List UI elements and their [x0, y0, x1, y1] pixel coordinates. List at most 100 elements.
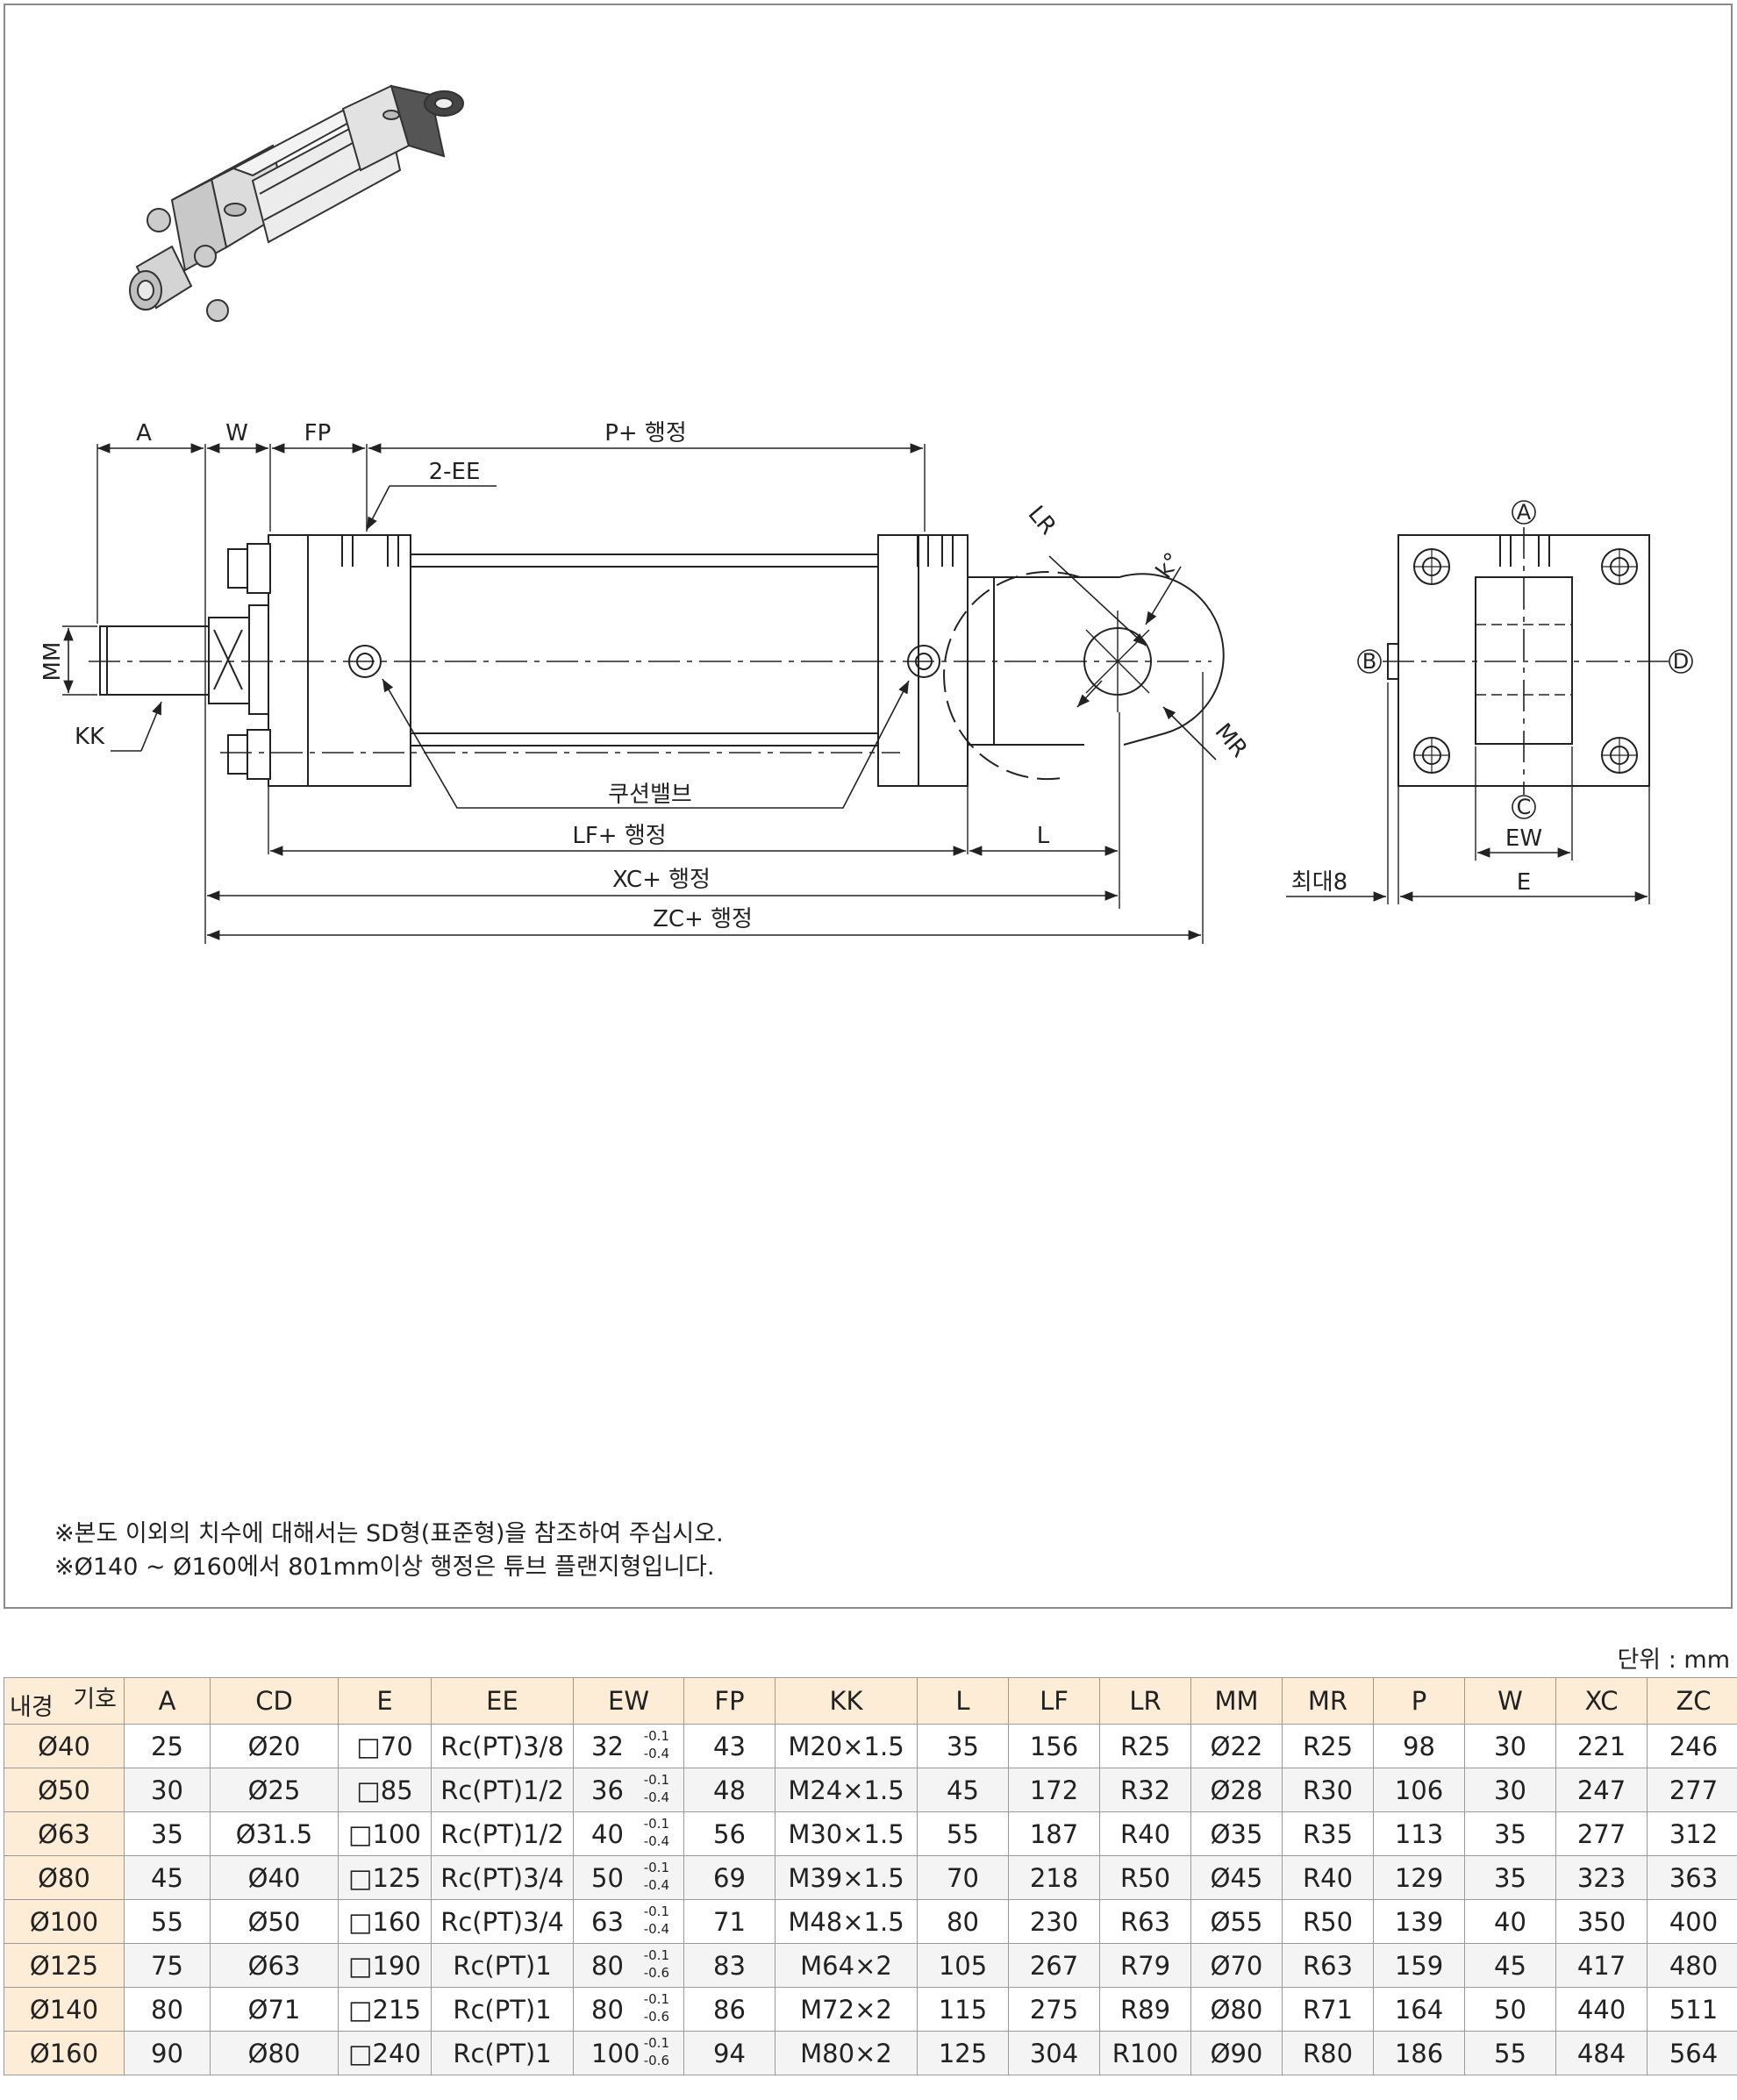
- cell-cd: Ø31.5: [210, 1811, 339, 1856]
- dim-max8-label: 최대8: [1291, 869, 1347, 896]
- ew-tolerance: -0.1-0.4: [644, 1859, 669, 1894]
- cell-fp: 83: [683, 1943, 776, 1988]
- cell-ee: Rc(PT)1/2: [431, 1811, 574, 1856]
- dim-LR-label: LR: [1023, 501, 1062, 539]
- cell-mm: Ø70: [1190, 1943, 1283, 1988]
- ew-tolerance: -0.1-0.4: [644, 1815, 669, 1850]
- cell-ew: 32-0.1-0.4: [573, 1724, 684, 1768]
- mark-C-label: C: [1517, 795, 1532, 819]
- column-header-l: L: [917, 1677, 1009, 1725]
- cell-cd: Ø25: [210, 1768, 339, 1812]
- cell-kk: M39×1.5: [775, 1855, 918, 1900]
- ew-tolerance: -0.1-0.4: [644, 1771, 669, 1806]
- cell-lf: 275: [1008, 1987, 1100, 2032]
- ew-value: 32: [591, 1731, 624, 1761]
- cell-kk: M72×2: [775, 1987, 918, 2032]
- cell-xc: 247: [1555, 1768, 1648, 1812]
- cell-l: 80: [917, 1899, 1009, 1944]
- cell-p: 164: [1373, 1987, 1465, 2032]
- cell-l: 70: [917, 1855, 1009, 1900]
- ew-tolerance-upper: -0.1: [643, 2035, 669, 2051]
- cell-lr: R100: [1099, 2031, 1191, 2075]
- ew-tolerance-upper: -0.1: [643, 1947, 669, 1963]
- ew-tolerance: -0.1-0.4: [644, 1903, 669, 1938]
- cell-l: 115: [917, 1987, 1009, 2032]
- cell-lr: R32: [1099, 1768, 1191, 1812]
- cell-lf: 218: [1008, 1855, 1100, 1900]
- corner-symbol-label: 기호: [73, 1686, 117, 1713]
- cell-a: 80: [124, 1987, 211, 2032]
- dim-EE-label: 2-EE: [429, 459, 481, 485]
- cell-mr: R40: [1282, 1855, 1374, 1900]
- cell-ew: 100-0.1-0.6: [573, 2031, 684, 2075]
- cell-lr: R63: [1099, 1899, 1191, 1944]
- side-view-labels: A W FP P+ 행정 2-EE LR k° MM KK MR 쿠션밸브 LF…: [39, 420, 1253, 932]
- ew-tolerance-lower: -0.6: [643, 2053, 669, 2068]
- cell-ew: 80-0.1-0.6: [573, 1987, 684, 2032]
- column-header-lr: LR: [1099, 1677, 1191, 1725]
- cell-p: 186: [1373, 2031, 1465, 2075]
- column-header-fp: FP: [683, 1677, 776, 1725]
- dim-K-label: k°: [1151, 548, 1187, 583]
- column-header-ew: EW: [573, 1677, 684, 1725]
- dim-KK-label: KK: [75, 724, 105, 750]
- ew-tolerance-upper: -0.1: [643, 1904, 669, 1919]
- cell-a: 75: [124, 1943, 211, 1988]
- cell-lf: 230: [1008, 1899, 1100, 1944]
- bore-cell: Ø63: [4, 1811, 125, 1856]
- cell-ee: Rc(PT)1: [431, 2031, 574, 2075]
- cell-w: 30: [1464, 1724, 1556, 1768]
- cell-a: 25: [124, 1724, 211, 1768]
- cell-l: 45: [917, 1768, 1009, 1812]
- cell-mr: R71: [1282, 1987, 1374, 2032]
- mark-B-label: B: [1362, 649, 1376, 674]
- cell-p: 106: [1373, 1768, 1465, 1812]
- drawing-panel: A W FP P+ 행정 2-EE LR k° MM KK MR 쿠션밸브 LF…: [4, 4, 1733, 1609]
- ew-tolerance-lower: -0.4: [643, 1746, 669, 1761]
- cell-e: □160: [338, 1899, 432, 1944]
- cell-xc: 484: [1555, 2031, 1648, 2075]
- ew-tolerance-upper: -0.1: [643, 1816, 669, 1832]
- bore-cell: Ø125: [4, 1943, 125, 1988]
- cell-mm: Ø45: [1190, 1855, 1283, 1900]
- unit-label: 단위 : mm: [1617, 1646, 1730, 1674]
- column-header-a: A: [124, 1677, 211, 1725]
- cell-p: 139: [1373, 1899, 1465, 1944]
- cell-mm: Ø55: [1190, 1899, 1283, 1944]
- cell-zc: 400: [1647, 1899, 1737, 1944]
- cell-mm: Ø80: [1190, 1987, 1283, 2032]
- dim-ZC-label: ZC+ 행정: [653, 906, 753, 932]
- cell-cd: Ø80: [210, 2031, 339, 2075]
- cell-e: □215: [338, 1987, 432, 2032]
- cell-p: 129: [1373, 1855, 1465, 1900]
- cell-l: 55: [917, 1811, 1009, 1856]
- ew-value: 50: [591, 1862, 624, 1893]
- cell-a: 45: [124, 1855, 211, 1900]
- corner-bore-label: 내경: [10, 1694, 54, 1721]
- cell-mm: Ø28: [1190, 1768, 1283, 1812]
- column-header-xc: XC: [1555, 1677, 1648, 1725]
- cell-w: 50: [1464, 1987, 1556, 2032]
- ew-tolerance-upper: -0.1: [643, 1991, 669, 2007]
- cell-xc: 277: [1555, 1811, 1648, 1856]
- cell-kk: M64×2: [775, 1943, 918, 1988]
- cell-xc: 323: [1555, 1855, 1648, 1900]
- cell-kk: M80×2: [775, 2031, 918, 2075]
- dim-XC-label: XC+ 행정: [612, 867, 711, 893]
- dim-MR-label: MR: [1210, 718, 1253, 762]
- cell-w: 35: [1464, 1855, 1556, 1900]
- cell-ew: 50 -0.1-0.4: [573, 1855, 684, 1900]
- cell-lr: R50: [1099, 1855, 1191, 1900]
- ew-value: 80: [591, 1950, 624, 1981]
- cell-fp: 69: [683, 1855, 776, 1900]
- cell-lr: R89: [1099, 1987, 1191, 2032]
- column-header-cd: CD: [210, 1677, 339, 1725]
- ew-tolerance-lower: -0.6: [643, 2009, 669, 2025]
- cylinder-drawing: A W FP P+ 행정 2-EE LR k° MM KK MR 쿠션밸브 LF…: [39, 84, 1693, 944]
- ew-tolerance-lower: -0.4: [643, 1877, 669, 1893]
